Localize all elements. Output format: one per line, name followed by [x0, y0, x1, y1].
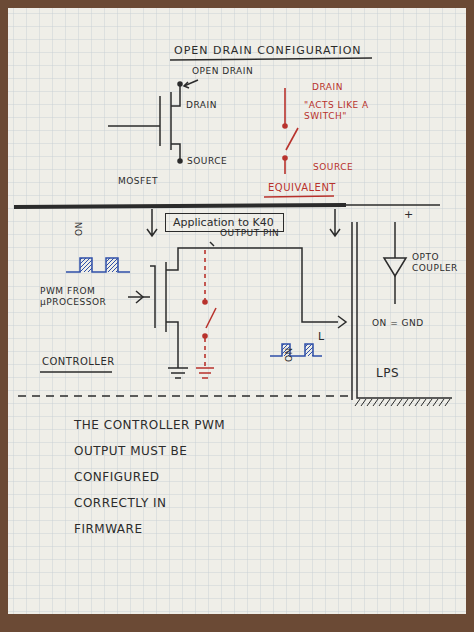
- ink-lines: [394, 276, 396, 304]
- pwm-pulses: [305, 344, 313, 356]
- lps-hatching: [427, 399, 432, 406]
- part-label: +: [404, 208, 414, 222]
- ink-lines: [150, 266, 155, 328]
- part-label: MOSFET: [118, 176, 158, 187]
- equivalent-switch: [284, 88, 286, 124]
- application-box: Application to K40: [165, 213, 284, 232]
- ink-lines: [394, 222, 396, 258]
- part-label: ON: [284, 347, 295, 362]
- part-label: SOURCE: [313, 162, 353, 173]
- ink-lines: [170, 92, 172, 150]
- equivalent-switch: [286, 128, 298, 150]
- part-label: LPS: [376, 366, 399, 381]
- signal-name: PWM FROM µPROCESSOR: [40, 286, 132, 309]
- equivalent-switch: [196, 88, 334, 378]
- lps-hatching: [403, 399, 408, 406]
- equivalent-switch: [203, 334, 207, 338]
- box-label: Application to K40: [173, 216, 276, 229]
- ink-lines: [166, 248, 210, 270]
- lps-hatching: [379, 399, 384, 406]
- ink-lines: [128, 296, 150, 298]
- ink-lines: [18, 395, 350, 397]
- part-label: ON: [74, 221, 85, 236]
- part-label: SOURCE: [187, 156, 227, 167]
- ink-lines: [168, 368, 188, 378]
- ink-lines: [147, 209, 157, 236]
- ink-lines: [170, 58, 372, 60]
- pwm-pulses: [80, 258, 92, 272]
- ink-lines: [171, 144, 180, 160]
- part-label: DRAIN: [186, 100, 217, 111]
- pwm-pulses: [106, 258, 118, 272]
- equivalent-switch: [284, 160, 286, 174]
- ink-lines: [351, 222, 353, 400]
- ink-lines: [40, 371, 112, 373]
- ink-lines: [346, 204, 440, 206]
- lps-hatching: [415, 399, 420, 406]
- lps-hatching: [373, 399, 378, 406]
- lps-hatching: [439, 399, 444, 406]
- part-label: DRAIN: [312, 82, 343, 93]
- ink-lines: [136, 291, 143, 303]
- part-label: OPTO COUPLER: [412, 252, 464, 275]
- ink-lines: [338, 316, 346, 328]
- ink-lines: [178, 82, 182, 86]
- equivalent-switch: [264, 196, 334, 197]
- ink-lines: [159, 96, 161, 146]
- lps-hatching: [391, 399, 396, 406]
- part-label: "ACTS LIKE A SWITCH": [304, 100, 414, 123]
- ink-lines: [357, 222, 452, 398]
- equivalent-switch: [283, 156, 287, 160]
- equivalent-switch: [203, 300, 207, 304]
- graph-paper: [8, 8, 466, 614]
- lps-hatching: [433, 399, 438, 406]
- lps-hatching: [385, 399, 390, 406]
- equivalent-switch: [206, 308, 216, 328]
- ink-lines: [330, 209, 340, 236]
- equivalent-switch: [204, 338, 206, 368]
- lps-hatching: [421, 399, 426, 406]
- ink-lines: [166, 322, 178, 368]
- diagram-title: OPEN DRAIN CONFIGURATION: [174, 44, 362, 57]
- lps-hatching: [445, 399, 450, 406]
- part-label: L: [318, 330, 325, 344]
- lps-hatching: [355, 399, 450, 406]
- equivalent-switch: [196, 368, 214, 378]
- lps-hatching: [355, 399, 360, 406]
- signal-name: OUTPUT PIN: [220, 228, 280, 239]
- pwm-pulses: [270, 344, 322, 356]
- ink-lines: [108, 125, 160, 127]
- part-label: ON = GND: [372, 318, 424, 329]
- lps-hatching: [361, 399, 366, 406]
- ink-lines: [14, 58, 452, 400]
- ink-lines: [210, 242, 214, 246]
- note-text: THE CONTROLLER PWM OUTPUT MUST BE CONFIG…: [74, 412, 234, 542]
- ink-lines: [210, 248, 338, 322]
- graph-paper: [8, 8, 466, 614]
- ink-lines: [384, 258, 406, 276]
- part-label: CONTROLLER: [42, 356, 115, 369]
- part-label: OPEN DRAIN: [192, 66, 253, 77]
- equivalent-switch: [283, 124, 287, 128]
- ink-lines: [171, 85, 180, 106]
- pwm-pulses: [66, 258, 130, 272]
- ink-lines: [14, 205, 346, 207]
- ink-lines: [178, 159, 182, 163]
- lps-hatching: [409, 399, 414, 406]
- part-label: EQUIVALENT: [268, 182, 336, 195]
- equivalent-switch: [204, 250, 206, 300]
- lps-hatching: [367, 399, 372, 406]
- ink-lines: [184, 82, 189, 88]
- graph-paper: [8, 8, 466, 614]
- lps-hatching: [397, 399, 402, 406]
